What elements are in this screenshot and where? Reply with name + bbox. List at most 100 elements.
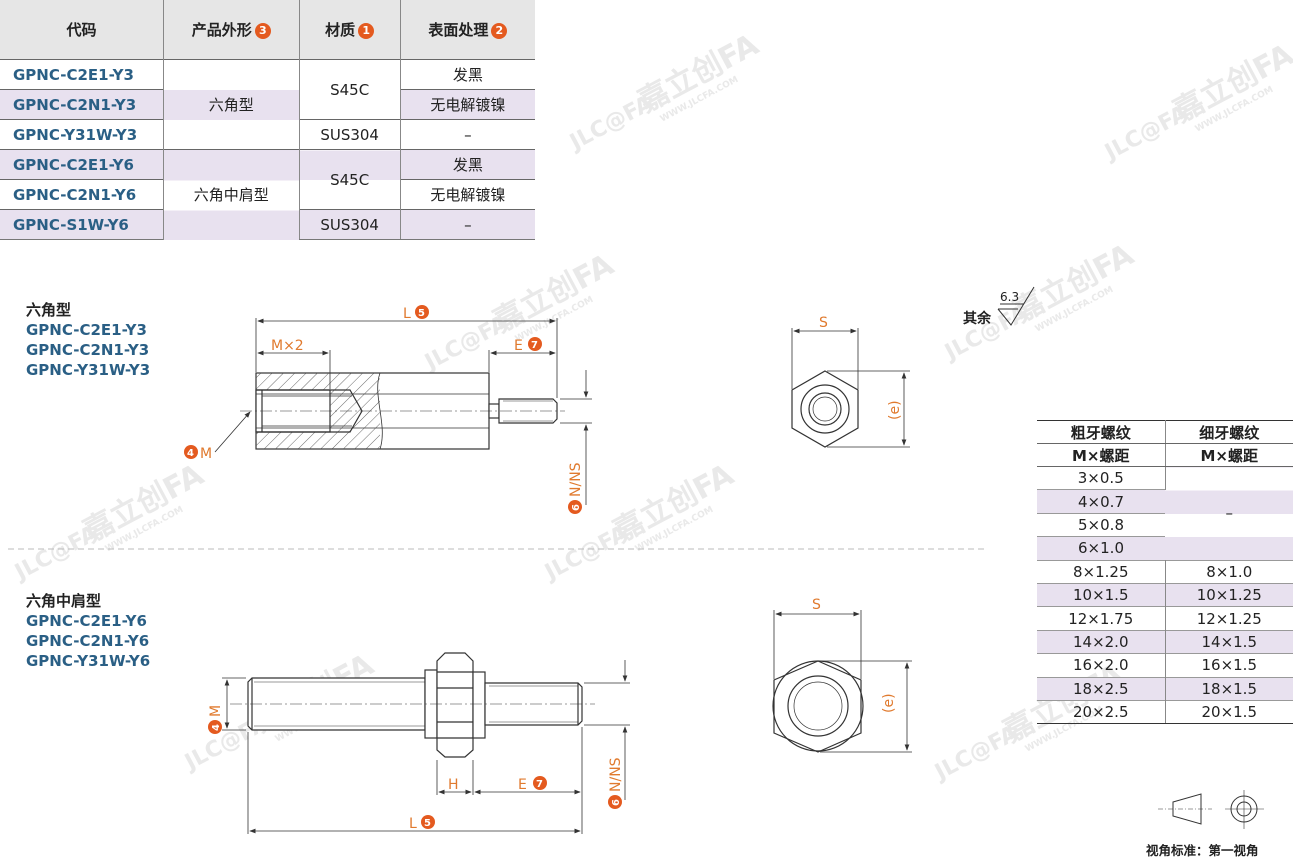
fine-cell: 8×1.0	[1165, 559, 1293, 584]
hex-standoff-side-view	[240, 372, 565, 450]
dim-mx2-label: M×2	[271, 338, 304, 354]
badge-5: 5	[421, 815, 435, 829]
table-row: GPNC-C2N1-Y6 无电解镀镍	[0, 179, 535, 210]
table-row: 20×2.5 20×1.5	[1037, 699, 1293, 725]
thread-subheader-row: M×螺距 M×螺距	[1037, 443, 1293, 467]
table-row: 18×2.5 18×1.5	[1037, 676, 1293, 701]
thread-table: 粗牙螺纹 细牙螺纹 M×螺距 M×螺距 3×0.5 – 4×0.7 5×0.8 …	[1037, 420, 1293, 725]
svg-text:N/NS: N/NS	[608, 757, 624, 792]
material-cell: SUS304	[298, 209, 401, 240]
svg-text:4: 4	[187, 448, 194, 459]
dim-l2-label: L	[409, 816, 417, 832]
table-row: 14×2.0 14×1.5	[1037, 629, 1293, 654]
roughness-value: 6.3	[1000, 290, 1019, 304]
finish-cell: 发黑	[399, 149, 535, 180]
code-cell: GPNC-S1W-Y6	[0, 209, 164, 240]
roughness-symbol	[997, 286, 1035, 326]
dim-nns-2: 6 N/NS	[608, 757, 624, 809]
table-row: GPNC-S1W-Y6 SUS304 –	[0, 209, 535, 240]
shape-cell: 六角中肩型	[163, 149, 300, 240]
coarse-cell: 12×1.75	[1037, 606, 1166, 631]
badge-2: 2	[491, 23, 508, 39]
diagram-1-code: GPNC-C2E1-Y3	[26, 321, 147, 339]
coarse-cell: 5×0.8	[1037, 512, 1165, 537]
dim-e-hex-label: (e)	[887, 400, 903, 420]
fine-cell: 14×1.5	[1165, 629, 1293, 654]
material-cell: S45C	[298, 59, 401, 120]
subheader-fine: M×螺距	[1165, 443, 1293, 467]
fine-cell: 10×1.25	[1165, 582, 1293, 607]
svg-text:4: 4	[211, 724, 222, 731]
shape-cell: 六角型	[163, 59, 300, 150]
svg-text:N/NS: N/NS	[568, 462, 584, 497]
finish-cell: –	[399, 119, 535, 150]
dim-e2-label: E	[518, 777, 527, 793]
coarse-cell: 8×1.25	[1037, 559, 1166, 584]
diagram-2-dimensions	[222, 660, 630, 834]
code-cell: GPNC-C2E1-Y6	[0, 149, 164, 180]
svg-text:M: M	[208, 705, 224, 717]
coarse-cell: 10×1.5	[1037, 582, 1166, 607]
dim-e-label: E	[514, 338, 523, 354]
diagram-1-code: GPNC-Y31W-Y3	[26, 361, 151, 379]
badge-7: 7	[528, 337, 542, 351]
table-row: 12×1.75 12×1.25	[1037, 606, 1293, 631]
dim-nns: 6 N/NS	[568, 462, 584, 514]
header-fine: 细牙螺纹	[1165, 420, 1293, 444]
svg-text:5: 5	[418, 308, 425, 319]
code-cell: GPNC-C2N1-Y6	[0, 179, 164, 210]
coarse-cell: 4×0.7	[1037, 489, 1165, 514]
diagram-1-title: 六角型	[26, 301, 72, 319]
code-cell: GPNC-Y31W-Y3	[0, 119, 164, 150]
svg-text:5: 5	[424, 818, 431, 829]
fine-cell: 12×1.25	[1165, 606, 1293, 631]
table-row: 6×1.0	[1037, 536, 1293, 561]
diagram-2-title: 六角中肩型	[26, 592, 102, 610]
table-row: 10×1.5 10×1.25	[1037, 582, 1293, 607]
diagram-2-code: GPNC-Y31W-Y6	[26, 652, 151, 670]
hex-end-view-2	[772, 610, 912, 753]
header-coarse: 粗牙螺纹	[1037, 420, 1166, 444]
badge-4: 4	[184, 445, 198, 459]
svg-text:7: 7	[531, 340, 538, 351]
table-row: 8×1.25 8×1.0	[1037, 559, 1293, 584]
dim-s2-label: S	[812, 597, 821, 613]
header-code: 代码	[0, 0, 164, 60]
finish-cell: 无电解镀镍	[399, 89, 535, 120]
svg-text:7: 7	[536, 779, 543, 790]
table-row: GPNC-Y31W-Y3 SUS304 –	[0, 119, 535, 150]
coarse-cell: 3×0.5	[1037, 465, 1166, 490]
table-row: 16×2.0 16×1.5	[1037, 653, 1293, 678]
dim-e-hex2-label: (e)	[881, 693, 897, 713]
diagram-1-code: GPNC-C2N1-Y3	[26, 341, 150, 359]
finish-cell: 发黑	[399, 59, 535, 90]
table-row: GPNC-C2E1-Y3 六角型 S45C 发黑	[0, 59, 535, 150]
dim-s-label: S	[819, 315, 828, 331]
fine-cell: 18×1.5	[1165, 676, 1293, 701]
coarse-cell: 14×2.0	[1037, 629, 1166, 654]
svg-text:6: 6	[571, 504, 582, 511]
projection-symbol-icon	[1158, 790, 1264, 829]
fine-cell: 20×1.5	[1165, 699, 1293, 725]
view-standard-label: 视角标准：第一视角	[1146, 843, 1259, 858]
material-cell: SUS304	[298, 119, 401, 150]
fine-cell: 16×1.5	[1165, 653, 1293, 678]
fine-cell-na: –	[1165, 466, 1293, 561]
dim-l-label: L	[403, 306, 411, 322]
diagram-2-label: 六角中肩型 GPNC-C2E1-Y6 GPNC-C2N1-Y6 GPNC-Y31…	[26, 591, 150, 671]
coarse-cell: 18×2.5	[1037, 676, 1166, 701]
roughness-label: 其余	[963, 310, 992, 327]
coarse-cell: 6×1.0	[1037, 536, 1165, 561]
table-row: 4×0.7	[1037, 489, 1293, 514]
diagram-2-code: GPNC-C2E1-Y6	[26, 612, 147, 630]
badge-7: 7	[533, 776, 547, 790]
table-row: GPNC-C2N1-Y3 无电解镀镍	[0, 89, 535, 120]
material-cell: S45C	[298, 149, 401, 210]
hex-shoulder-standoff-side-view	[230, 652, 595, 758]
svg-text:6: 6	[611, 799, 622, 806]
